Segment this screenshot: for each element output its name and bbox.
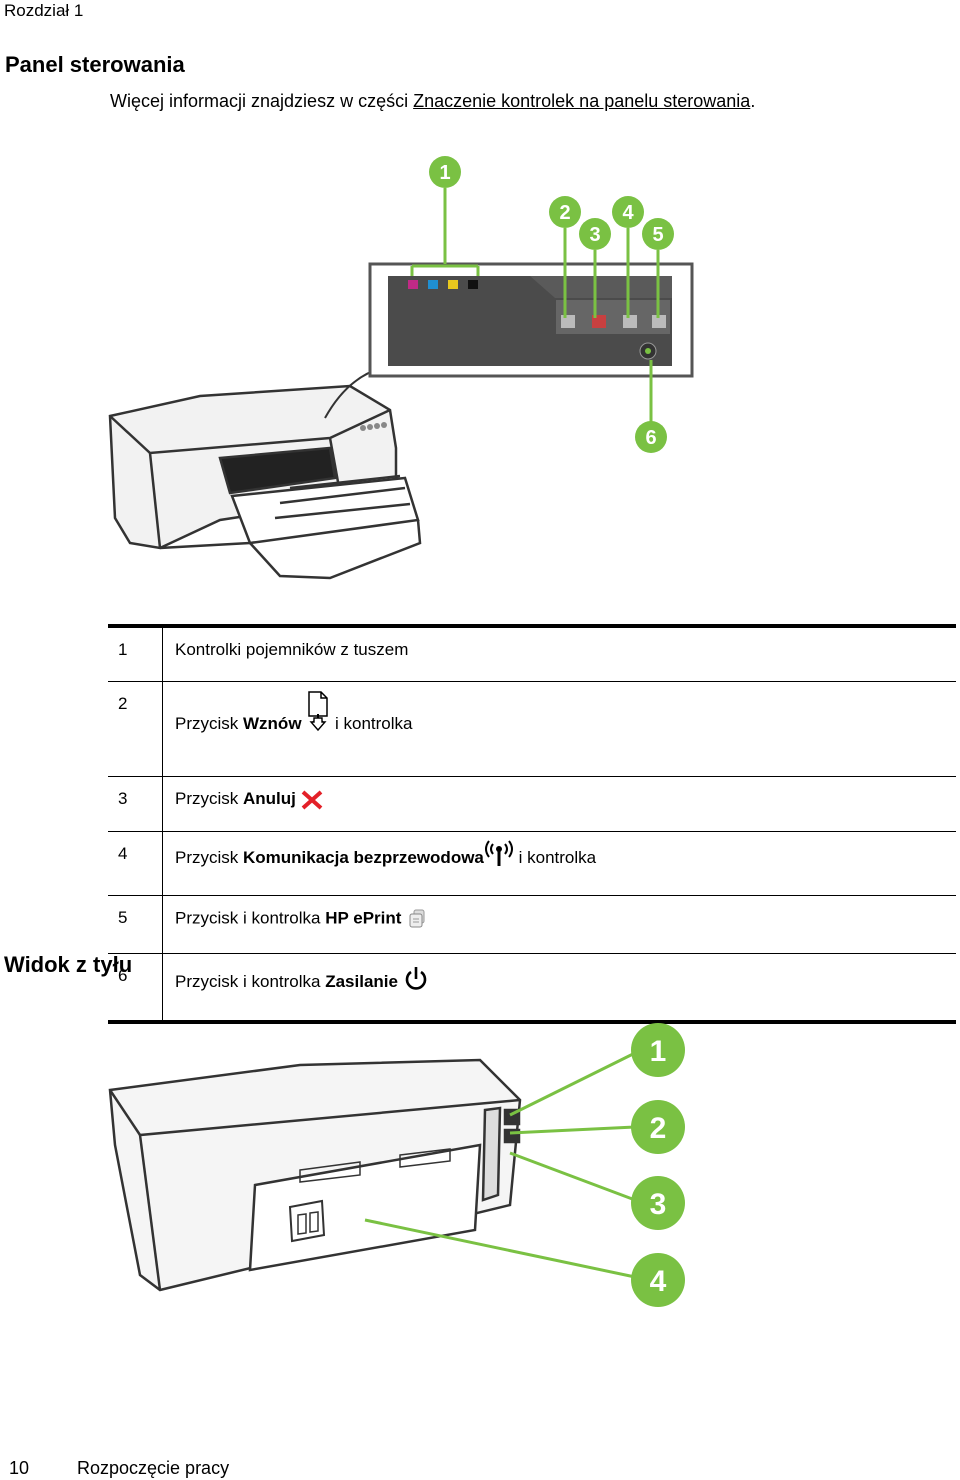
callout-5: 5 (652, 224, 663, 246)
legend-description: Przycisk Anuluj (162, 776, 956, 832)
callout-1: 1 (439, 162, 450, 184)
legend-description: Przycisk i kontrolka HP ePrint (162, 895, 956, 954)
legend-bold-text: Komunikacja bezprzewodowa (243, 848, 484, 867)
legend-row: 1 Kontrolki pojemników z tuszem (108, 626, 956, 682)
legend-number: 4 (108, 831, 163, 896)
legend-text: Przycisk (175, 789, 243, 808)
legend-number: 2 (108, 681, 163, 777)
callout-4: 4 (622, 202, 634, 224)
rear-callout-2: 2 (650, 1112, 667, 1145)
legend-table: 1 Kontrolki pojemników z tuszem 2 Przyci… (108, 624, 956, 1024)
legend-text: i kontrolka (330, 714, 413, 733)
eprint-icon (409, 909, 425, 928)
rear-callout-4: 4 (650, 1265, 667, 1298)
legend-row: 5 Przycisk i kontrolka HP ePrint (108, 895, 956, 954)
control-panel-zoom (368, 262, 694, 378)
legend-description: Przycisk Wznów i kontrolka (162, 681, 956, 777)
legend-row: 6 Przycisk i kontrolka Zasilanie (108, 953, 956, 1022)
legend-row: 3 Przycisk Anuluj (108, 776, 956, 832)
intro-text: Więcej informacji znajdziesz w części (110, 91, 414, 111)
legend-number: 5 (108, 895, 163, 954)
legend-row: 2 Przycisk Wznów i kontrolka (108, 681, 956, 777)
legend-text: Przycisk (175, 714, 243, 733)
cancel-icon (301, 790, 322, 810)
control-lights-link[interactable]: Znaczenie kontrolek na panelu sterowania (413, 91, 751, 111)
chapter-header: Rozdział 1 (4, 1, 84, 20)
wireless-icon (484, 839, 513, 866)
legend-text: Kontrolki pojemników z tuszem (175, 640, 409, 659)
rear-view-figure: 1 2 3 4 (108, 1023, 685, 1307)
legend-bold-text: HP ePrint (325, 908, 402, 928)
legend-bold-text: Wznów (243, 714, 302, 733)
callout-6: 6 (645, 427, 656, 449)
legend-description: Przycisk i kontrolka Zasilanie (162, 953, 956, 1022)
legend-bold-text: Anuluj (243, 789, 296, 808)
legend-text: i kontrolka (513, 848, 597, 867)
legend-number: 1 (108, 626, 163, 682)
power-icon (405, 966, 426, 990)
rear-callout-1: 1 (650, 1035, 667, 1068)
legend-description: Przycisk Komunikacja bezprzewodowa i kon… (162, 831, 956, 896)
legend-text: Przycisk i kontrolka (175, 972, 326, 991)
callout-3: 3 (589, 224, 600, 246)
legend-number: 6 (108, 953, 163, 1022)
footer-title: Rozpoczęcie pracy (77, 1458, 230, 1478)
printer-front-illustration (108, 384, 422, 580)
legend-description: Kontrolki pojemników z tuszem (163, 626, 957, 682)
control-panel-figure: 1 2 3 4 5 6 (108, 156, 694, 580)
rear-callout-3: 3 (650, 1188, 667, 1221)
legend-bold-text: Zasilanie (325, 972, 398, 991)
legend-row: 4 Przycisk Komunikacja bezprzewodowa i k… (108, 831, 956, 896)
page-number: 10 (9, 1458, 30, 1478)
legend-text: Przycisk i kontrolka (175, 908, 326, 928)
resume-icon (308, 690, 329, 731)
rear-leader-lines (364, 1051, 636, 1279)
legend-text: Przycisk (175, 848, 243, 867)
intro-period: . (750, 91, 756, 111)
section-title-control-panel: Panel sterowania (5, 52, 185, 77)
legend-number: 3 (108, 776, 163, 832)
intro-paragraph: Więcej informacji znajdziesz w części Zn… (110, 91, 755, 112)
section-title-rear-view: Widok z tyłu (4, 952, 133, 977)
callout-2: 2 (559, 202, 570, 224)
leader-lines (410, 188, 660, 423)
printer-buttons (360, 422, 387, 431)
printer-rear-illustration (108, 1058, 522, 1292)
